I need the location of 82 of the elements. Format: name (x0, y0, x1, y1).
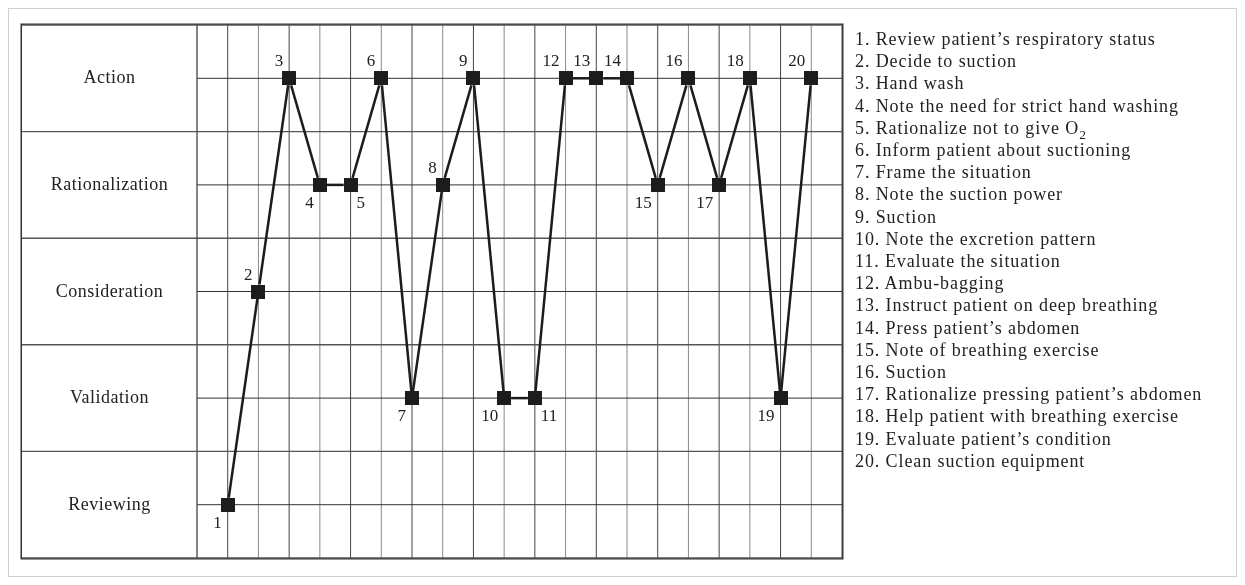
legend-item: 17. Rationalize pressing patient’s abdomen (855, 383, 1204, 406)
connector-line (258, 85, 290, 285)
data-point (650, 177, 665, 192)
legend-item: 18. Help patient with breathing exercise (855, 405, 1180, 428)
data-point (312, 177, 327, 192)
data-point (466, 71, 481, 86)
legend-item: 3. Hand wash (855, 72, 966, 95)
legend-item: 12. Ambu-bagging (855, 272, 1006, 295)
point-number: 18 (726, 52, 744, 70)
point-number: 1 (213, 513, 222, 531)
connector-line (780, 85, 812, 392)
data-point (435, 177, 450, 192)
connector-line (689, 84, 719, 179)
data-point (620, 71, 634, 86)
point-number: 20 (788, 52, 806, 70)
point-number: 12 (542, 52, 560, 70)
connector-line (289, 84, 320, 179)
connector-line (658, 84, 688, 179)
legend-item: 20. Clean suction equipment (855, 449, 1087, 473)
data-point (343, 177, 358, 192)
point-number: 19 (757, 407, 775, 425)
data-point (712, 177, 727, 192)
legend-item: 1. Review patient’s respiratory status (855, 28, 1157, 51)
connector-line (472, 85, 505, 392)
legend-item: 11. Evaluate the situation (855, 250, 1062, 273)
point-number: 2 (243, 265, 253, 283)
legend-item: 5. Rationalize not to give O$_{2}$ (855, 116, 1088, 139)
connector-line (749, 85, 782, 392)
data-point (773, 391, 788, 406)
connector-line (411, 191, 443, 392)
legend-item: 8. Note the suction power (855, 183, 1064, 206)
legend-item: 16. Suction (855, 361, 948, 384)
row-label: Consideration (54, 281, 165, 302)
legend-item: 10. Note the excretion pattern (855, 227, 1098, 251)
point-number: 5 (356, 193, 366, 211)
data-point (405, 391, 419, 406)
legend-item: 9. Suction (855, 205, 938, 228)
point-number: 14 (604, 52, 621, 70)
data-point (220, 497, 235, 512)
data-point (527, 391, 542, 406)
row-label: Reviewing (67, 494, 152, 515)
legend-item: 14. Press patient’s abdomen (855, 316, 1082, 339)
data-point (804, 71, 819, 86)
legend-item: 15. Note of breathing exercise (855, 338, 1101, 362)
connector-line (227, 298, 259, 498)
data-point (742, 71, 757, 86)
point-number: 11 (540, 407, 558, 425)
point-number: 17 (696, 193, 714, 211)
point-number: 15 (634, 193, 652, 211)
legend-item: 13. Instruct patient on deep breathing (855, 294, 1160, 317)
row-label: Action (82, 68, 137, 89)
data-point (558, 71, 573, 86)
point-number: 6 (366, 52, 376, 70)
point-number: 9 (458, 52, 468, 70)
connector-line (627, 84, 657, 179)
legend-item: 4. Note the need for strict hand washing (855, 94, 1180, 117)
point-number: 13 (573, 52, 591, 70)
data-point (497, 391, 512, 406)
connector-line (534, 85, 567, 392)
legend-item: 6. Inform patient about suctioning (855, 139, 1133, 162)
point-number: 8 (428, 158, 437, 176)
point-number: 4 (305, 193, 314, 211)
connector-line (719, 84, 750, 179)
connector-line (380, 85, 413, 392)
data-point (589, 71, 604, 86)
connector-line (572, 77, 590, 80)
connector-line (603, 77, 620, 80)
point-number: 3 (274, 52, 284, 70)
connector-line (443, 84, 473, 179)
data-point (681, 71, 696, 86)
legend-item: 2. Decide to suction (855, 50, 1018, 73)
row-label: Validation (69, 388, 150, 408)
data-point (282, 71, 297, 86)
connector-line (351, 84, 381, 179)
point-number: 7 (397, 407, 406, 425)
legend-item: 19. Evaluate patient’s condition (855, 427, 1113, 450)
point-number: 16 (665, 52, 683, 70)
legend-item: 7. Frame the situation (855, 161, 1033, 184)
row-label: Rationalization (49, 175, 170, 195)
data-point (374, 71, 389, 86)
data-point (251, 284, 266, 299)
point-number: 10 (481, 407, 499, 425)
